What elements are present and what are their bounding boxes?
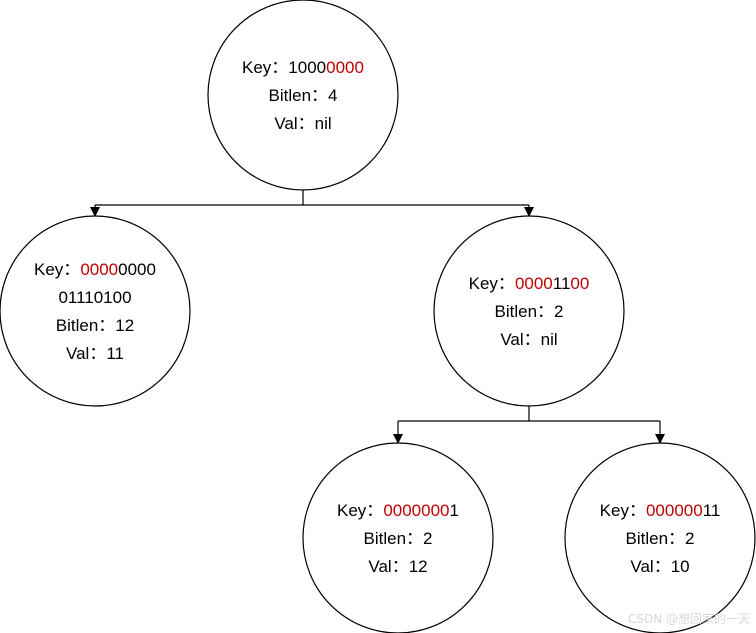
node-line: Bitlen：2 xyxy=(495,302,564,321)
node-line: Key：00000000 xyxy=(34,260,156,279)
edges xyxy=(90,190,665,444)
node-circle xyxy=(564,442,756,633)
node-text: 1 xyxy=(450,501,459,520)
node-line: Val：11 xyxy=(66,344,124,363)
node-line: Val：10 xyxy=(630,557,689,576)
node-text: Key： xyxy=(34,260,80,279)
node-line: Val：nil xyxy=(274,114,331,133)
node-line: Key：00000001 xyxy=(337,501,459,520)
watermark: CSDN @想回家的一天 xyxy=(627,612,750,626)
node-text: Bitlen：2 xyxy=(626,529,695,548)
node-text: Key：1000 xyxy=(242,58,326,77)
node-line: Val：nil xyxy=(500,330,557,349)
key-prefix-highlight: 0000 xyxy=(326,58,364,77)
key-prefix-highlight: 0000000 xyxy=(383,501,449,520)
node-text: Bitlen：4 xyxy=(269,86,338,105)
node-text: Val：12 xyxy=(368,557,427,576)
node-line: Key：00001100 xyxy=(469,274,590,293)
key-prefix-highlight: 000000 xyxy=(646,501,703,520)
node-line: Bitlen：2 xyxy=(364,529,433,548)
node-text: 11 xyxy=(553,274,571,293)
node-text: Val：10 xyxy=(630,557,689,576)
node-circle xyxy=(207,0,399,191)
node-line: 01110100 xyxy=(58,288,131,307)
node-text: Bitlen：2 xyxy=(364,529,433,548)
node-line: Bitlen：4 xyxy=(269,86,338,105)
node-text: 11 xyxy=(703,501,721,520)
key-prefix-highlight: 0000 xyxy=(515,274,553,293)
key-prefix-highlight: 00 xyxy=(570,274,589,293)
node-line: Key：10000000 xyxy=(242,58,364,77)
node-text: Bitlen：2 xyxy=(495,302,564,321)
node-text: Bitlen：12 xyxy=(56,316,134,335)
node-circle xyxy=(0,215,191,407)
node-text: Val：nil xyxy=(500,330,557,349)
node-line: Bitlen：2 xyxy=(626,529,695,548)
node-line: Bitlen：12 xyxy=(56,316,134,335)
node-line: Key：00000011 xyxy=(600,501,721,520)
node-text: Key： xyxy=(600,501,646,520)
key-prefix-highlight: 0000 xyxy=(80,260,118,279)
node-circle xyxy=(302,442,494,633)
node-text: 01110100 xyxy=(58,288,131,307)
node-line: Val：12 xyxy=(368,557,427,576)
node-text: Key： xyxy=(337,501,383,520)
node-text: Val：11 xyxy=(66,344,124,363)
node-text: Key： xyxy=(469,274,515,293)
node-text: 0000 xyxy=(118,260,156,279)
node-circle xyxy=(433,215,625,407)
node-text: Val：nil xyxy=(274,114,331,133)
